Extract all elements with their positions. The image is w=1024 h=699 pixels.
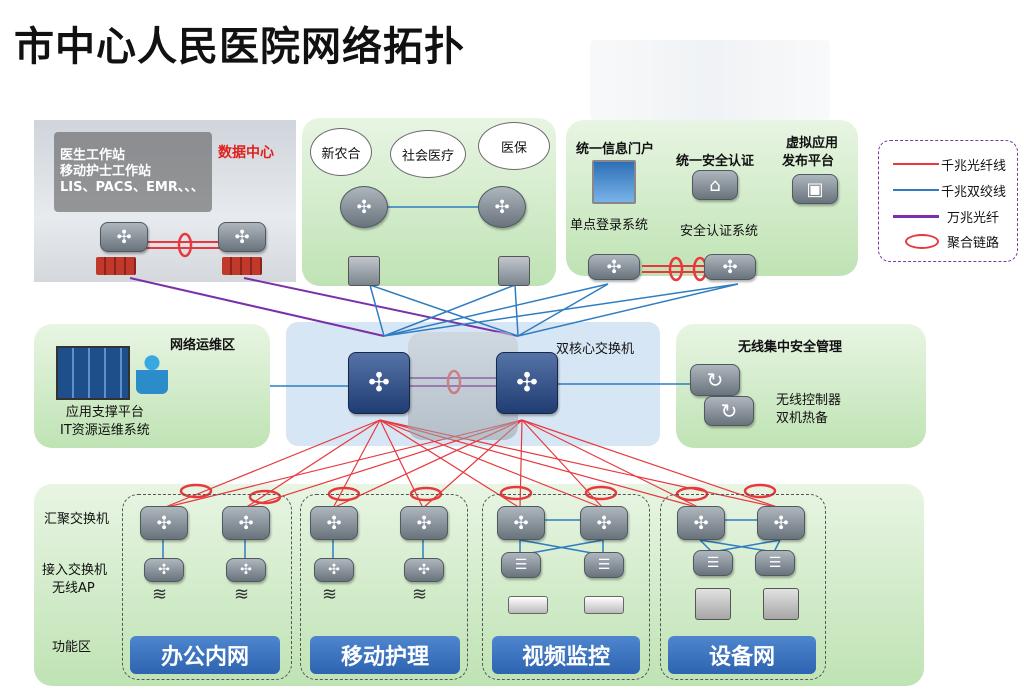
datacenter-text: 医生工作站 移动护士工作站 LIS、PACS、EMR、、、 xyxy=(60,148,204,196)
zone-nursing xyxy=(300,494,468,680)
wifi-icon: ≋ xyxy=(234,584,250,605)
agg-switch-icon: ✣ xyxy=(310,506,358,540)
core-label: 双核心交换机 xyxy=(556,342,635,357)
wifi-icon: ≋ xyxy=(322,584,338,605)
access-switch-icon: ☰ xyxy=(584,552,624,578)
legend: 千兆光纤线 千兆双绞线 万兆光纤 聚合链路 xyxy=(878,140,1018,262)
access-switch-icon: ✣ xyxy=(314,558,354,582)
legend-aggregate-icon xyxy=(905,234,939,249)
row-label-access-2: 无线AP xyxy=(52,581,95,596)
agg-switch-icon: ✣ xyxy=(497,506,545,540)
zone-video xyxy=(482,494,650,680)
cloud-social-medical: 社会医疗 xyxy=(390,130,466,178)
cloud-medical-insurance: 医保 xyxy=(478,122,550,170)
ops-line-1: 应用支撑平台 xyxy=(65,405,144,420)
wireless-text: 无线控制器 双机热备 xyxy=(776,392,841,428)
agg-switch-icon: ✣ xyxy=(400,506,448,540)
portal-title-1: 统一信息门户 xyxy=(576,142,655,157)
access-switch-icon: ✣ xyxy=(404,558,444,582)
portal-sub-2: 安全认证系统 xyxy=(680,224,759,239)
zone-label-device: 设备网 xyxy=(668,636,816,674)
server-icon: ⌂ xyxy=(692,170,738,200)
background-building xyxy=(590,40,830,120)
cloud-xinnonghe: 新农合 xyxy=(310,128,372,176)
camera-icon xyxy=(584,596,624,614)
device-icon xyxy=(763,588,799,620)
access-switch-icon: ✣ xyxy=(226,558,266,582)
datacenter-line-3: LIS、PACS、EMR、、、 xyxy=(60,180,204,195)
legend-label-1: 千兆光纤线 xyxy=(941,159,1007,174)
row-label-access: 接入交换机 无线AP xyxy=(42,562,107,598)
firewall-icon xyxy=(348,256,380,286)
switch-icon: ✣ xyxy=(218,222,266,252)
core-switch-icon: ✣ xyxy=(496,352,558,414)
cloud-label: 医保 xyxy=(500,140,527,156)
access-switch-icon: ☰ xyxy=(501,552,541,578)
agg-switch-icon: ✣ xyxy=(757,506,805,540)
zone-label-nursing: 移动护理 xyxy=(310,636,460,674)
datacenter-line-2: 移动护士工作站 xyxy=(60,164,152,179)
agg-switch-icon: ✣ xyxy=(222,506,270,540)
agg-switch-icon: ✣ xyxy=(580,506,628,540)
portal-title-2: 统一安全认证 xyxy=(676,154,755,169)
portal-sub-1: 单点登录系统 xyxy=(570,218,649,233)
datacenter-label: 数据中心 xyxy=(218,145,274,161)
wifi-icon: ≋ xyxy=(412,584,428,605)
datacenter-line-1: 医生工作站 xyxy=(60,148,126,163)
core-switch-icon: ✣ xyxy=(348,352,410,414)
legend-line-10g xyxy=(893,215,939,218)
wireless-title: 无线集中安全管理 xyxy=(738,340,843,355)
zone-device xyxy=(660,494,826,680)
zone-office xyxy=(122,494,292,680)
switch-icon: ✣ xyxy=(588,254,640,280)
access-switch-icon: ✣ xyxy=(144,558,184,582)
ops-line-2: IT资源运维系统 xyxy=(60,423,150,438)
legend-label-3: 万兆光纤 xyxy=(947,211,1000,226)
wireless-line-1: 无线控制器 xyxy=(776,393,842,408)
access-switch-icon: ☰ xyxy=(755,550,795,576)
firewall-icon xyxy=(222,257,262,275)
controller-icon: ↻ xyxy=(704,396,754,426)
zone-label-office: 办公内网 xyxy=(130,636,280,674)
agg-switch-icon: ✣ xyxy=(140,506,188,540)
legend-line-fiber xyxy=(893,163,939,165)
controller-icon: ↻ xyxy=(690,364,740,396)
firewall-icon xyxy=(96,257,136,275)
camera-icon xyxy=(508,596,548,614)
zone-label-video: 视频监控 xyxy=(492,636,640,674)
legend-label-4: 聚合链路 xyxy=(947,236,1000,251)
wireless-line-2: 双机热备 xyxy=(776,411,829,426)
portal-title-3: 虚拟应用 xyxy=(786,136,839,151)
row-label-access-1: 接入交换机 xyxy=(42,563,108,578)
cloud-label: 社会医疗 xyxy=(401,148,454,164)
monitor-icon xyxy=(592,160,636,204)
firewall-icon xyxy=(498,256,530,286)
server-icon: ▣ xyxy=(792,174,838,204)
access-switch-icon: ☰ xyxy=(693,550,733,576)
datacenter-label-box xyxy=(54,132,212,212)
legend-line-twisted xyxy=(893,189,939,191)
cloud-label: 新农合 xyxy=(321,146,361,162)
legend-label-2: 千兆双绞线 xyxy=(941,185,1007,200)
row-label-agg: 汇聚交换机 xyxy=(44,512,110,527)
switch-icon: ✣ xyxy=(100,222,148,252)
monitor-icon xyxy=(56,346,130,400)
router-icon: ✣ xyxy=(478,186,526,228)
operator-icon xyxy=(136,354,168,394)
ops-title: 网络运维区 xyxy=(170,338,236,353)
agg-switch-icon: ✣ xyxy=(677,506,725,540)
portal-title-4: 发布平台 xyxy=(782,154,835,169)
router-icon: ✣ xyxy=(340,186,388,228)
wifi-icon: ≋ xyxy=(152,584,168,605)
switch-icon: ✣ xyxy=(704,254,756,280)
page-title: 市中心人民医院网络拓扑 xyxy=(14,24,465,70)
ops-text: 应用支撑平台 IT资源运维系统 xyxy=(60,404,150,440)
device-icon xyxy=(695,588,731,620)
row-label-func: 功能区 xyxy=(52,640,92,655)
